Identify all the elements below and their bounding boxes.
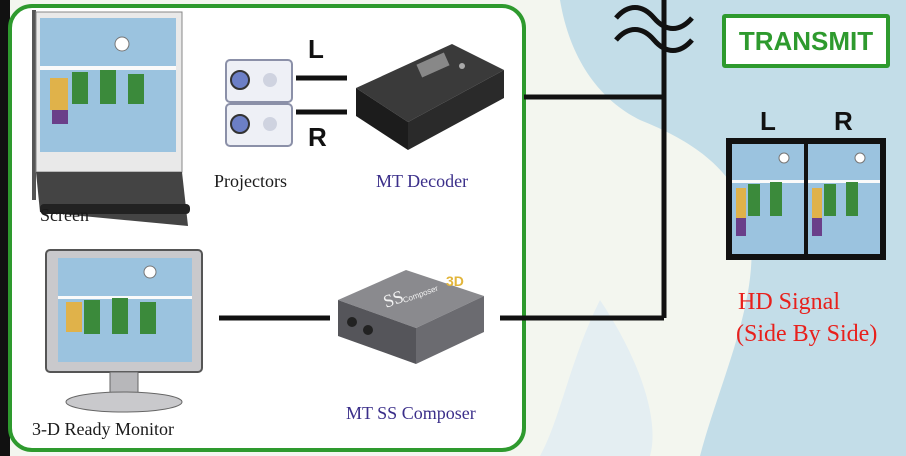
background-sea-shape (560, 0, 906, 456)
projectors-label: Projectors (214, 171, 287, 191)
connection-lines (219, 0, 694, 321)
hd-signal-label: HD Signal (738, 289, 840, 315)
transmit-box: TRANSMIT (722, 14, 890, 68)
background-soft-shape (540, 300, 653, 456)
composer-3d-mark: 3D (446, 273, 464, 289)
mt-decoder-device (356, 44, 504, 150)
frame-right-label: R (834, 106, 853, 136)
frame-left-label: L (760, 106, 776, 136)
projector-left-label: L (308, 34, 324, 64)
side-by-side-label: (Side By Side) (736, 321, 878, 347)
side-by-side-frame (726, 138, 886, 260)
projector-right-label: R (308, 122, 327, 152)
ready-monitor (45, 249, 203, 413)
projection-screen (32, 10, 190, 226)
ss-composer-label: MT SS Composer (346, 403, 476, 423)
ss-composer-device: SS Composer 3D (338, 270, 484, 364)
screen-label: Screen (40, 205, 89, 225)
left-edge-bar (0, 0, 10, 456)
monitor-label: 3-D Ready Monitor (32, 419, 174, 439)
mt-decoder-label: MT Decoder (376, 171, 469, 191)
projectors-device (225, 59, 293, 147)
